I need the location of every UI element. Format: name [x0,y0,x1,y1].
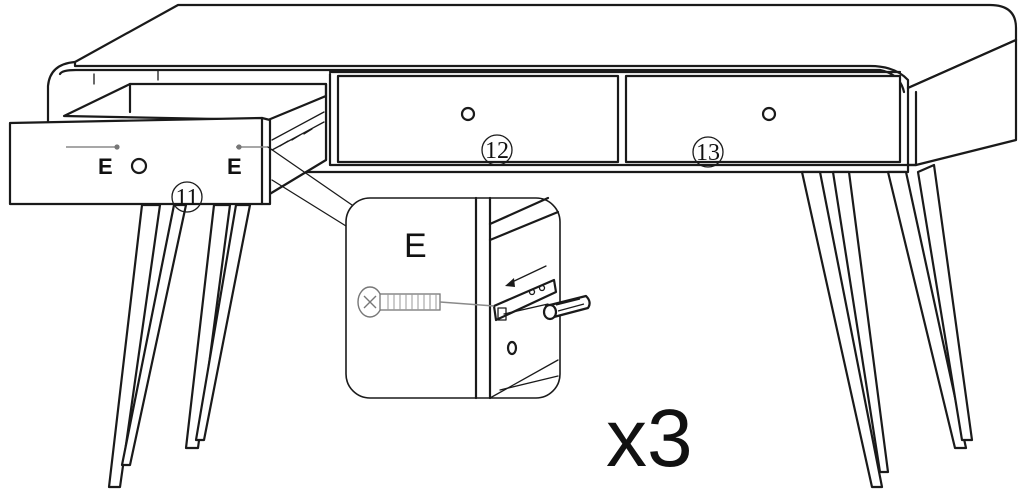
legs [107,163,974,489]
detail-leader-line [271,179,347,227]
screw-icon [357,286,495,318]
arrow-icon [505,265,547,287]
detail-leader-line [267,146,353,206]
front-frame [46,69,918,174]
drawer-11 [8,82,328,206]
side-panel-right [906,38,1018,167]
screw-mark-e-left: E [98,154,113,179]
drawer-12 [336,74,620,164]
detail-inset [345,196,591,400]
quantity-label: x3 [606,393,693,484]
screw-mark-e-right: E [227,154,242,179]
drawer-13 [624,74,902,164]
detail-label-e: E [404,227,427,265]
callout-12: 12 [481,134,513,166]
callout-number: 12 [485,138,509,164]
callout-13: 13 [692,136,724,168]
screwdriver-icon [503,294,591,321]
callout-number: 13 [696,140,720,166]
callout-11: 11 [171,181,203,213]
callout-number: 11 [175,185,198,211]
